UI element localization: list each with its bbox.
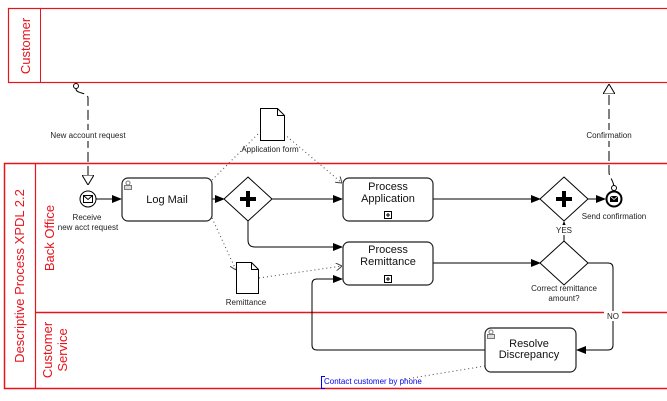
end-event-send-confirmation[interactable]: Send confirmation [582, 190, 646, 222]
customer-pool-label: Customer [18, 17, 33, 74]
subprocess-plus-icon[interactable] [384, 275, 392, 283]
no-condition-label: NO [607, 312, 619, 321]
data-object-remittance-label: Remittance [226, 298, 267, 307]
message-flow-incoming[interactable]: New account request [46, 83, 130, 186]
yes-condition-label: YES [556, 226, 572, 235]
task-log-mail-label: Log Mail [146, 194, 188, 206]
exclusive-gateway-remittance-check[interactable]: Correct remittance amount? [531, 240, 597, 303]
filled-envelope-icon [609, 195, 619, 202]
user-icon [487, 329, 495, 339]
envelope-icon [83, 195, 93, 203]
message-flow-incoming-label: New account request [50, 131, 126, 140]
message-flow-outgoing-label: Confirmation [586, 131, 631, 140]
data-object-remittance[interactable]: Remittance [226, 262, 267, 308]
task-process-application-label-1: Process [368, 181, 408, 193]
data-object-application-form-label: Application form [241, 145, 299, 154]
start-event-receive-request[interactable]: Receive new acct request [58, 190, 119, 232]
gateway-label-2: amount? [548, 294, 580, 303]
task-process-remittance-label-1: Process [368, 244, 408, 256]
customer-pool: Customer [7, 7, 667, 84]
process-pool-label: Descriptive Process XPDL 2.2 [12, 189, 27, 363]
start-event-label-2: new acct request [58, 223, 119, 232]
sequence-flows: YES NO [96, 195, 622, 354]
lane-customer-service-label-1: Customer [40, 321, 55, 378]
start-event-label-1: Receive [73, 213, 102, 222]
parallel-gateway-split[interactable] [223, 176, 273, 222]
annotation-text: Contact customer by phone [324, 377, 422, 386]
text-annotation[interactable]: Contact customer by phone [321, 376, 423, 389]
plus-icon [240, 191, 256, 207]
process-pool: Descriptive Process XPDL 2.2 Back Office… [3, 162, 667, 390]
task-process-remittance-label-2: Remittance [360, 256, 416, 268]
task-process-application[interactable]: Process Application [342, 177, 434, 222]
task-process-remittance[interactable]: Process Remittance [342, 241, 434, 286]
lane-customer-service-label-2: Service [55, 328, 70, 371]
task-resolve-discrepancy-label-1: Resolve [509, 338, 549, 350]
subprocess-plus-icon[interactable] [384, 211, 392, 219]
end-event-label: Send confirmation [582, 212, 646, 221]
task-resolve-discrepancy[interactable]: Resolve Discrepancy [484, 327, 577, 373]
task-process-application-label-2: Application [361, 193, 415, 205]
task-log-mail[interactable]: Log Mail [121, 177, 213, 222]
lane-back-office-label: Back Office [42, 205, 57, 271]
user-icon [124, 180, 132, 190]
associations [211, 133, 486, 381]
plus-icon [556, 191, 572, 207]
message-flow-outgoing[interactable]: Confirmation [582, 84, 636, 191]
parallel-gateway-join[interactable] [539, 176, 589, 222]
data-object-application-form[interactable]: Application form [241, 108, 299, 155]
gateway-label-1: Correct remittance [531, 284, 597, 293]
task-resolve-discrepancy-label-2: Discrepancy [499, 349, 560, 361]
